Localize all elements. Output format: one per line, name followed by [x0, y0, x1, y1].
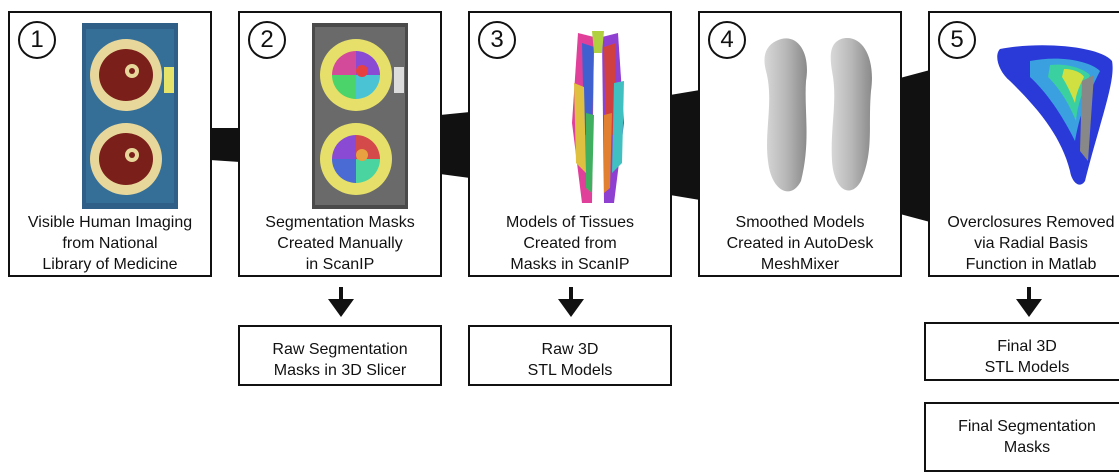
step-caption-2: Segmentation Masks Created Manually in S…	[240, 212, 440, 275]
connector-4-5	[900, 0, 930, 456]
step-number-5: 5	[938, 21, 976, 59]
connector-1-2	[210, 0, 240, 456]
step-caption-4: Smoothed Models Created in AutoDesk Mesh…	[700, 212, 900, 275]
connector-3-4	[670, 0, 700, 456]
step-caption-3: Models of Tissues Created from Masks in …	[470, 212, 670, 275]
step-number-2: 2	[248, 21, 286, 59]
arrow-down-icon	[1014, 287, 1044, 319]
step-box-3: 3 Models of Tissues Created from Masks i…	[468, 11, 672, 277]
output-box-final-stl: Final 3D STL Models	[924, 322, 1119, 381]
segmented-thigh-cross-section	[312, 23, 408, 209]
step-caption-1: Visible Human Imaging from National Libr…	[10, 212, 210, 275]
step-box-2: 2 Segmentation Masks Created Manually in…	[238, 11, 442, 277]
step-number-4: 4	[708, 21, 746, 59]
step-number-1: 1	[18, 21, 56, 59]
rbf-colored-muscle-model	[990, 41, 1119, 191]
step-box-5: 5 Overclosures Removed via Radial Basis …	[928, 11, 1119, 277]
step-caption-5: Overclosures Removed via Radial Basis Fu…	[930, 212, 1119, 275]
step-box-1: 1 Visible Human Imaging from National Li…	[8, 11, 212, 277]
arrow-down-icon	[556, 287, 586, 319]
arrow-down-icon	[326, 287, 356, 319]
smoothed-gray-muscle-models	[756, 31, 886, 201]
output-box-raw-stl: Raw 3D STL Models	[468, 325, 672, 386]
step-number-3: 3	[478, 21, 516, 59]
output-box-raw-segmentation: Raw Segmentation Masks in 3D Slicer	[238, 325, 442, 386]
step-box-4: 4 Smoothed Models Created in AutoDesk Me…	[698, 11, 902, 277]
colored-leg-muscle-models	[548, 23, 648, 209]
connector-2-3	[440, 0, 470, 456]
output-box-final-segmentation: Final Segmentation Masks	[924, 402, 1119, 472]
thigh-cross-section-photo	[82, 23, 178, 209]
